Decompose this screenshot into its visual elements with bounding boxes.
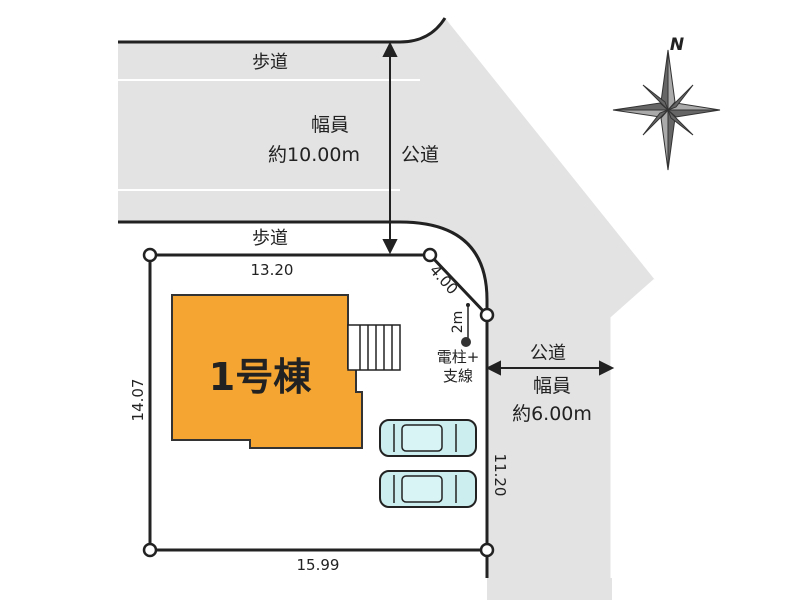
- side-road-width: 約6.00m: [512, 403, 592, 425]
- road-edge-bottom: [118, 220, 489, 578]
- lot-corners: [142, 247, 495, 558]
- side-road-type: 公道: [530, 343, 566, 364]
- lot-bottom-dimension: 15.99: [297, 556, 340, 574]
- compass-north-label: N: [670, 35, 684, 55]
- car-icon: [379, 470, 477, 508]
- main-road-width-label: 幅員: [311, 114, 349, 136]
- main-road-width: 約10.00m: [268, 144, 360, 166]
- entrance-steps: [347, 324, 401, 371]
- side-road-width-arrow: [485, 360, 615, 376]
- sidewalk-label-top: 歩道: [252, 52, 288, 73]
- sidewalk-label-bottom: 歩道: [252, 228, 288, 249]
- pole-distance: 2m: [450, 311, 466, 334]
- pole-label-line2: 支線: [443, 367, 473, 385]
- lot-right-dimension: 11.20: [491, 454, 509, 497]
- lot-top-dimension: 13.20: [251, 261, 294, 279]
- road-edge-right: [610, 278, 656, 578]
- utility-pole-icon: [461, 303, 471, 347]
- car-icon: [379, 419, 477, 457]
- building-label: 1号棟: [209, 355, 312, 399]
- road-edge-top: [118, 17, 447, 44]
- road-width-arrow: [382, 41, 398, 255]
- side-road-width-label: 幅員: [533, 375, 571, 397]
- lot-left-dimension: 14.07: [129, 379, 147, 422]
- road-area: [118, 18, 655, 600]
- compass-icon: [612, 49, 721, 171]
- pole-label-line1: 電柱+: [437, 348, 480, 366]
- main-road-type: 公道: [401, 144, 439, 166]
